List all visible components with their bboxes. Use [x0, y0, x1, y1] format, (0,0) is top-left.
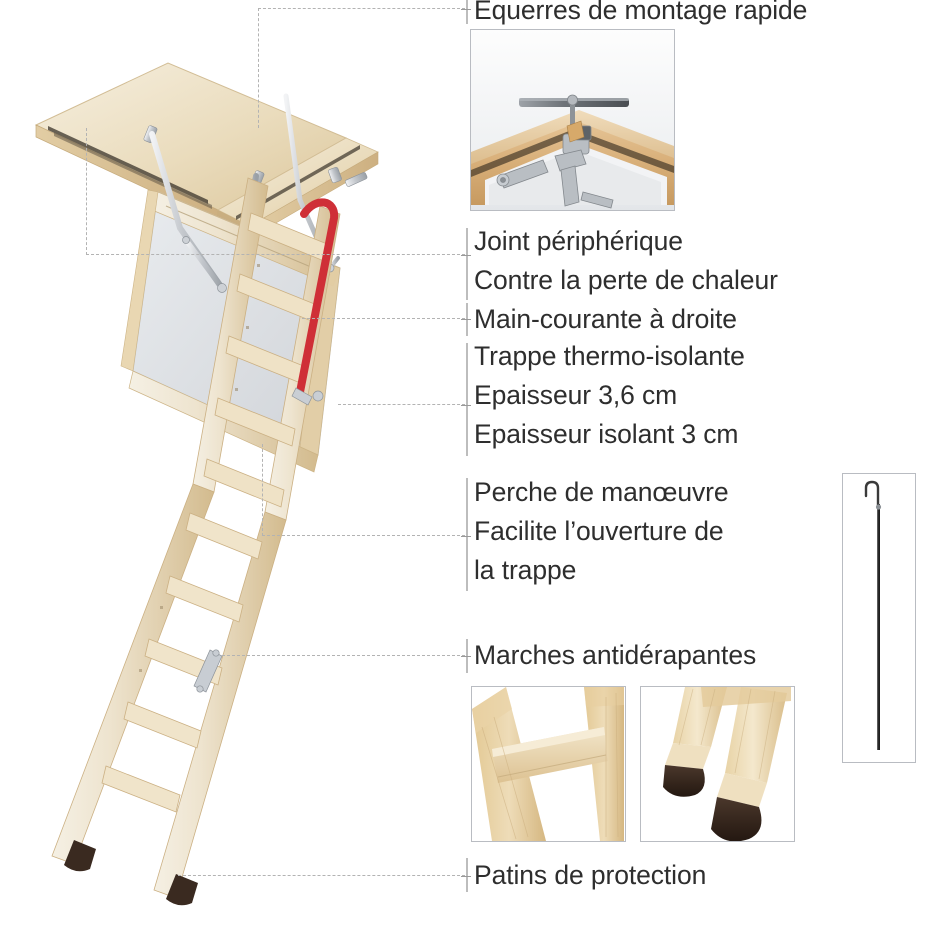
leader-line-patins [178, 875, 465, 876]
leader-line-joint [86, 254, 465, 255]
callout-line: Trappe thermo-isolante [474, 341, 745, 371]
callout-tickmark-main-courante [461, 319, 471, 320]
callout-line: Epaisseur 3,6 cm [474, 380, 678, 410]
callout-tick-equerres [466, 0, 468, 24]
callout-equerres: Equerres de montage rapide [474, 0, 807, 30]
callout-perche: Perche de manœuvre Facilite l’ouverture … [474, 473, 729, 590]
callout-line: Facilite l’ouverture de [474, 516, 724, 546]
inset-photo-anti-slip-steps [471, 686, 626, 842]
callout-tick-joint [466, 228, 468, 300]
leader-line-joint-vertical [86, 128, 87, 255]
leader-line-trappe [338, 404, 465, 405]
callout-tickmark-equerres [461, 9, 471, 10]
leader-line-marches [222, 655, 465, 656]
callout-marches: Marches antidérapantes [474, 636, 756, 675]
callout-line: la trappe [474, 555, 577, 585]
callout-line: Epaisseur isolant 3 cm [474, 419, 739, 449]
loft-ladder-illustration [34, 62, 379, 906]
callout-tick-trappe [466, 343, 468, 456]
callout-line: Patins de protection [474, 860, 707, 890]
leader-line-perche [262, 535, 465, 536]
callout-line: Equerres de montage rapide [474, 0, 808, 25]
inset-photo-protection-pads [640, 686, 795, 842]
callout-tickmark-marches [461, 656, 471, 657]
handrail [296, 198, 339, 396]
callout-tick-perche [466, 478, 468, 591]
callout-main-courante: Main-courante à droite [474, 300, 737, 339]
callout-tickmark-trappe [461, 405, 471, 406]
ladder-lower [51, 483, 287, 906]
callout-tickmark-patins [461, 876, 471, 877]
callout-tickmark-perche [461, 536, 471, 537]
callout-line: Marches antidérapantes [474, 640, 757, 670]
callout-tickmark-joint [461, 255, 471, 256]
ladder-feet [64, 840, 198, 906]
leader-line-main-courante [302, 318, 465, 319]
callout-trappe: Trappe thermo-isolante Epaisseur 3,6 cm … [474, 337, 745, 454]
handrail-brackets [291, 387, 324, 406]
callout-line: Joint périphérique [474, 226, 683, 256]
inset-photo-mounting-brackets [470, 29, 675, 211]
callout-line: Main-courante à droite [474, 304, 737, 334]
callout-tick-patins [466, 858, 468, 892]
callout-line: Contre la perte de chaleur [474, 265, 778, 295]
leader-line-equerres-vertical [258, 8, 259, 128]
ladder-hinge [193, 649, 223, 693]
leader-line-equerres-horizontal [258, 8, 465, 9]
leader-line-perche-vertical [262, 444, 263, 536]
callout-joint: Joint périphérique Contre la perte de ch… [474, 222, 778, 300]
callout-line: Perche de manœuvre [474, 477, 729, 507]
callout-patins: Patins de protection [474, 856, 706, 895]
inset-photo-operating-pole [842, 473, 916, 763]
